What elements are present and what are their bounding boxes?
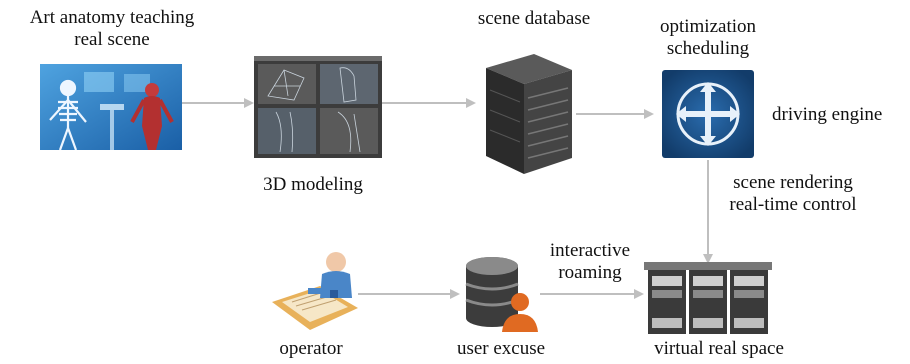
database-user-icon: [465, 257, 538, 332]
anatomy-scene-label-line1: Art anatomy teaching: [29, 7, 195, 28]
operator-label: operator: [279, 338, 343, 359]
anatomy-scene-image: [40, 64, 182, 150]
virtual-space-label: virtual real space: [654, 338, 784, 359]
roaming-label-line1: interactive: [549, 240, 631, 261]
rendering-label-line2: real-time control: [729, 194, 857, 215]
3d-modeling-screenshot: [254, 56, 382, 158]
driving-engine-label: driving engine: [772, 104, 883, 125]
server-rack-icon: [644, 262, 772, 334]
rendering-label-line1: scene rendering: [733, 172, 853, 193]
user-excuse-label: user excuse: [456, 338, 546, 359]
router-arrows-icon: [662, 70, 754, 158]
anatomy-scene-label: Art anatomy teaching real scene: [0, 7, 224, 51]
server-unit-middle: [689, 270, 727, 334]
operator-desk-icon: [272, 252, 358, 330]
optimization-label-line1: optimization: [659, 16, 757, 37]
roaming-label-line2: roaming: [558, 262, 622, 283]
server-tower-icon: [486, 54, 572, 174]
server-unit-left: [648, 270, 686, 334]
modeling-label: 3D modeling: [263, 174, 363, 195]
muscle-figure-icon: [130, 83, 174, 150]
optimization-label-line2: scheduling: [666, 38, 750, 59]
anatomy-scene-label-line2: real scene: [74, 29, 150, 50]
optimization-label: optimization scheduling: [620, 16, 796, 60]
scene-database-label: scene database: [477, 8, 591, 29]
roaming-label: interactive roaming: [530, 240, 650, 284]
server-unit-right: [730, 270, 768, 334]
rendering-label: scene rendering real-time control: [708, 172, 878, 216]
skeleton-figure-icon: [49, 79, 87, 150]
